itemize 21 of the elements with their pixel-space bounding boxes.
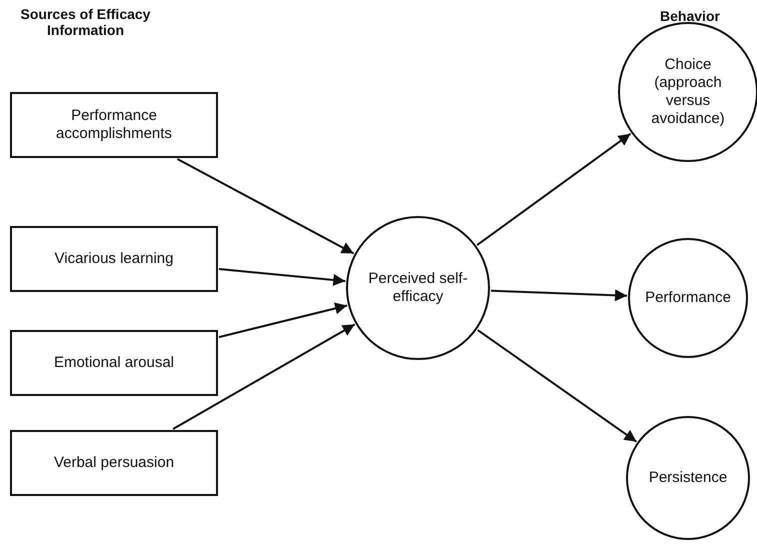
arrow xyxy=(218,268,346,286)
arrow xyxy=(476,132,632,246)
source-box xyxy=(10,330,218,396)
node-label: Perceived self-efficacy xyxy=(367,270,469,306)
arrow xyxy=(477,329,638,443)
arrow xyxy=(218,302,348,338)
source-box xyxy=(10,92,218,158)
column-heading: Behavior xyxy=(659,8,721,24)
node-label: Performance accomplishments xyxy=(55,107,173,143)
arrow xyxy=(172,324,356,430)
arrow xyxy=(176,158,354,254)
column-heading: Sources of Efficacy Information xyxy=(20,6,152,38)
node-label: Vicarious learning xyxy=(54,250,174,268)
source-box xyxy=(10,226,218,292)
node-label: Choice (approach versus avoidance) xyxy=(650,56,726,128)
node-label: Verbal persuasion xyxy=(54,454,174,472)
source-box xyxy=(10,430,218,496)
arrow xyxy=(490,289,628,302)
node-label: Performance xyxy=(645,289,731,307)
node-label: Persistence xyxy=(648,469,728,487)
node-label: Emotional arousal xyxy=(54,354,174,372)
